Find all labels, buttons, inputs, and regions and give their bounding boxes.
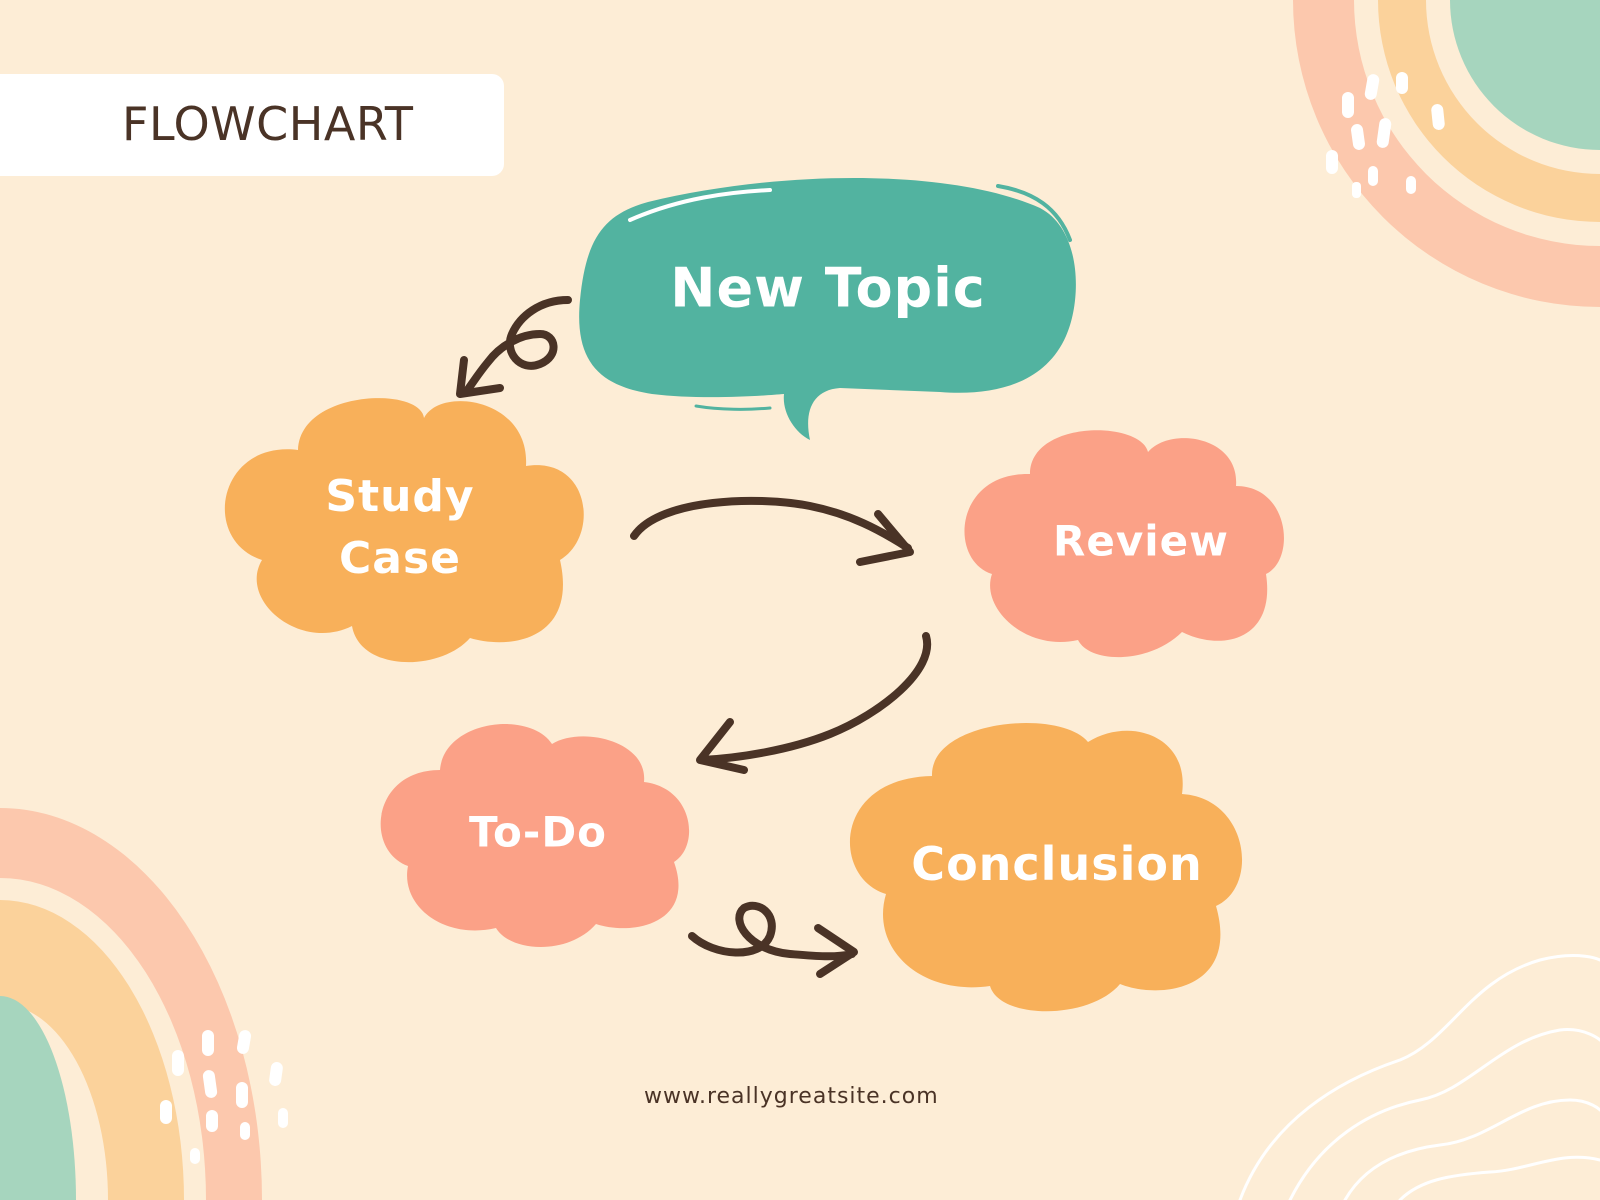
dash-marks bbox=[160, 1030, 288, 1164]
node-new-topic: New Topic bbox=[670, 256, 986, 320]
review-node-shape bbox=[964, 430, 1284, 658]
conclusion-node-shape bbox=[849, 723, 1243, 1012]
contour-lines-decoration bbox=[1238, 954, 1600, 1200]
new-topic-node-shape bbox=[579, 177, 1076, 440]
dash-marks bbox=[1326, 72, 1445, 198]
node-todo: To-Do bbox=[468, 807, 608, 857]
page-title: FLOWCHART bbox=[122, 97, 414, 151]
curly-arrow-icon-review-to-todo bbox=[696, 632, 932, 774]
rainbow-decoration-top-right bbox=[1293, 0, 1600, 307]
node-study-case: Study Case bbox=[325, 471, 475, 584]
node-review: Review bbox=[1053, 516, 1229, 566]
title-card bbox=[0, 74, 504, 176]
curly-arrow-icon-study-to-review bbox=[630, 496, 914, 566]
footer-url[interactable]: www.reallygreatsite.com bbox=[644, 1084, 939, 1109]
study-case-node-shape bbox=[224, 398, 584, 663]
curly-arrow-icon-new-to-study bbox=[456, 296, 572, 398]
todo-node-shape bbox=[380, 724, 690, 947]
node-conclusion: Conclusion bbox=[911, 837, 1203, 891]
curly-arrow-icon-todo-to-conclusion bbox=[688, 901, 858, 978]
rainbow-decoration-bottom-left bbox=[0, 808, 288, 1200]
